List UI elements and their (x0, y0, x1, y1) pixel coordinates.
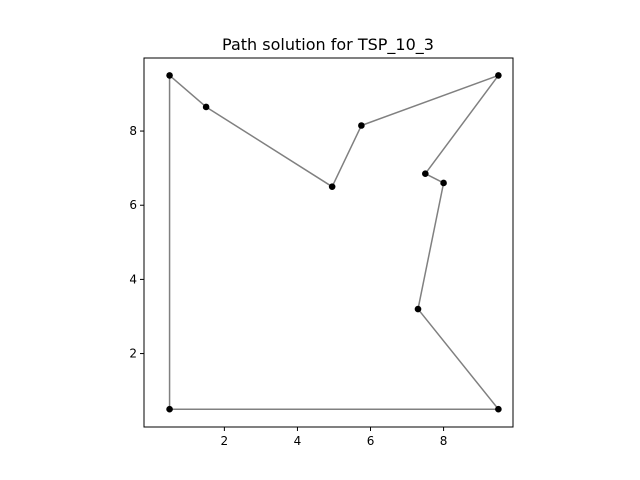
y-axis-ticks: 2 4 6 8 (129, 124, 144, 361)
path-segment (331, 124, 363, 188)
city-point (166, 72, 173, 79)
chart-title: Path solution for TSP_10_3 (222, 35, 434, 55)
city-point (495, 72, 502, 79)
path-segment (424, 172, 445, 184)
plot-frame (143, 57, 514, 428)
city-point (358, 122, 365, 129)
city-point (422, 170, 429, 178)
city-point (495, 405, 502, 413)
x-tick-label: 2 (221, 434, 229, 448)
y-tick-label: 2 (129, 347, 137, 361)
y-tick-label: 6 (129, 198, 137, 212)
path-segment (360, 74, 500, 127)
x-tick-label: 6 (367, 434, 375, 448)
path-segment (424, 74, 500, 175)
city-points (166, 72, 502, 413)
city-point (328, 183, 336, 190)
path-segment (168, 74, 207, 108)
city-point (414, 305, 422, 313)
x-tick-label: 8 (440, 434, 448, 448)
x-tick-label: 4 (294, 434, 302, 448)
path-segment (205, 106, 333, 188)
city-point (166, 405, 173, 413)
path-segment (417, 182, 445, 310)
y-tick-label: 8 (129, 124, 137, 138)
tour-path (168, 74, 500, 410)
city-point (202, 103, 210, 111)
path-segment (417, 308, 500, 410)
x-axis-ticks: 2 4 6 8 (221, 427, 448, 448)
y-tick-label: 4 (129, 272, 137, 286)
city-point (440, 179, 447, 187)
